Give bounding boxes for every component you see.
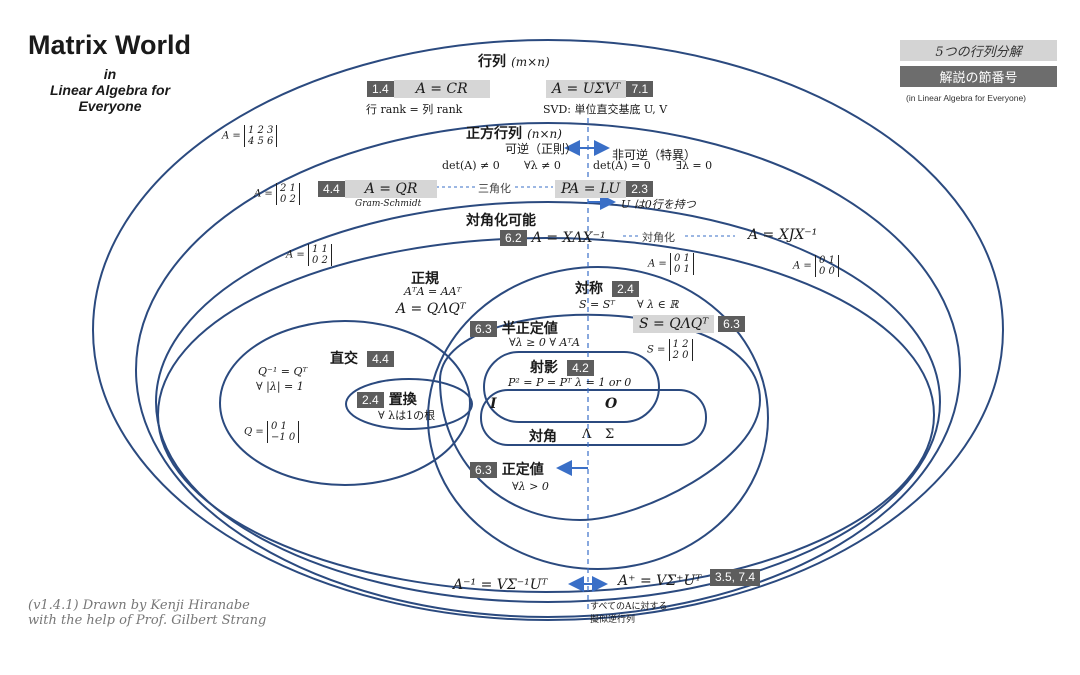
identity-label: I [490,396,497,412]
normal-region [157,237,935,593]
permutation-eq: ∀ λは1の根 [378,409,436,422]
matrix-region [92,39,1004,621]
symmetric-label: 対称 2.4 [575,278,639,298]
semidef-label: 6.3 半正定値 [470,318,558,338]
orthogonal-label: 直交 4.4 [330,348,394,368]
credit: (v1.4.1) Drawn by Kenji Hiranabe with th… [28,598,267,628]
symmetric-region [427,266,769,570]
legend-note: (in Linear Algebra for Everyone) [906,93,1027,103]
posdef-label: 6.3 正定値 [470,459,544,479]
qr-note: Gram-Schmidt [355,199,422,209]
symmetric-eq2: ∀ λ ∈ ℝ [637,298,679,311]
permutation-label: 2.4 置換 [357,389,417,409]
example-matrix-1: A = 1 2 3 4 5 6 [222,125,278,147]
normal-eq2: A = QΛQᵀ [396,301,466,317]
projection-eq: P² = P = Pᵀ λ = 1 or 0 [508,376,632,389]
symmetric-eq1: S = Sᵀ [579,298,615,311]
projection-label: 射影 4.2 [530,357,594,377]
matrix-label: 行列 (m×n) [478,54,550,70]
jordan-eq: A = XJX⁻¹ [748,227,818,243]
diagonal-label: 対角 [529,429,557,445]
projection-region [483,351,660,423]
example-matrix-2: A = 2 1 0 2 [254,183,300,205]
semidef-eq: ∀λ ≥ 0 ∀ AᵀA [509,336,580,349]
all-lambda-nonzero: ∀λ ≠ 0 [524,159,561,172]
orthogonal-eq2: ∀ |λ| = 1 [256,380,304,393]
page-title: Matrix World [28,30,192,60]
legend-five-decomp: 5つの行列分解 [900,40,1057,61]
sigma-symbol: Σ [605,427,615,442]
example-matrix-7: Q = 0 1 −1 0 [244,421,300,443]
eig-decomp: 6.2 A = XΛX⁻¹ [500,227,606,246]
inverse-eq: A⁻¹ = VΣ⁻¹Uᵀ [453,577,548,593]
example-matrix-4: A = 0 1 0 1 [648,253,694,275]
pinv-eq: A⁺ = VΣ⁺Uᵀ [618,573,702,589]
det-zero: det(A) = 0 [593,159,651,172]
lambda-symbol: Λ [582,427,592,442]
orthogonal-region [219,320,471,486]
lu-note: U は0行を持つ [621,198,696,211]
pinv-note1: すべてのAに対する [590,602,668,612]
legend-section-num: 解説の節番号 [900,66,1057,87]
orthogonal-eq1: Q⁻¹ = Qᵀ [258,365,308,378]
square-label: 正方行列 (n×n) [466,126,562,142]
invertible-label: 可逆（正則） [505,142,578,156]
example-matrix-3: A = 1 1 0 2 [286,244,332,266]
permutation-region [345,378,473,430]
singular-label: 非可逆（特異） [612,148,697,162]
normal-eq1: AᵀA = AAᵀ [404,285,462,298]
example-matrix-6: S = 1 2 2 0 [647,339,693,361]
diag-label: 対角化可能 [466,213,536,229]
example-matrix-5: A = 0 1 0 0 [793,255,839,277]
cr-note: 行 rank = 列 rank [366,103,463,116]
square-region [135,122,961,618]
pinv-note2: 擬似逆行列 [590,615,636,625]
exists-lambda-zero: ∃λ = 0 [676,159,713,172]
diag-region [155,201,941,603]
semidef-region [438,313,762,522]
pinv-tag: 3.5, 7.4 [710,569,761,586]
diagonal-region [480,389,707,446]
posdef-eq: ∀λ > 0 [512,480,549,493]
subtitle: in Linear Algebra for Everyone [49,66,171,114]
triangularize-label: 三角化 [478,182,511,195]
svd-note: SVD: 単位直交基底 U, V [543,103,668,116]
zero-label: O [605,396,618,412]
normal-label: 正規 [411,271,439,287]
det-nonzero: det(A) ≠ 0 [442,159,500,172]
diagonalize-label: 対角化 [642,231,675,244]
